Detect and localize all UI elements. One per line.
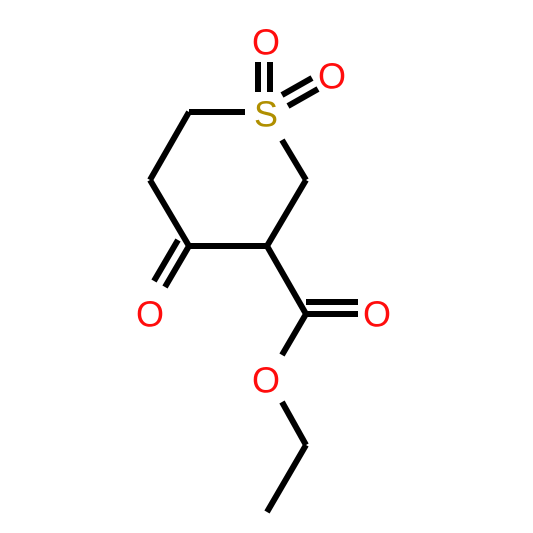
bond-c5-ccarbonyl (264, 244, 309, 316)
sulfonyl-oxygen-top-label: O (252, 22, 280, 63)
sulfonyl-oxygen-right-label: O (318, 56, 346, 97)
bond-c4-o-b (151, 238, 181, 283)
bond-c5-c6 (264, 178, 309, 248)
ketone-oxygen-label: O (136, 294, 164, 335)
bond-s-o-right-b (286, 86, 320, 109)
bond-c4-o-a (162, 244, 192, 289)
bond-c3-c4 (147, 178, 192, 248)
bond-c6-s (279, 138, 309, 182)
bond-c2-c3 (147, 110, 192, 182)
bond-s-o-right-a (280, 75, 314, 98)
bond-ccarbonyl-oester (279, 312, 309, 357)
carbonyl-oxygen-label: O (363, 294, 391, 335)
bond-oester-ch2 (279, 400, 309, 447)
ester-oxygen-label: O (252, 360, 280, 401)
sulfur-atom-label: S (254, 94, 278, 135)
bond-ch2-ch3 (264, 443, 309, 514)
